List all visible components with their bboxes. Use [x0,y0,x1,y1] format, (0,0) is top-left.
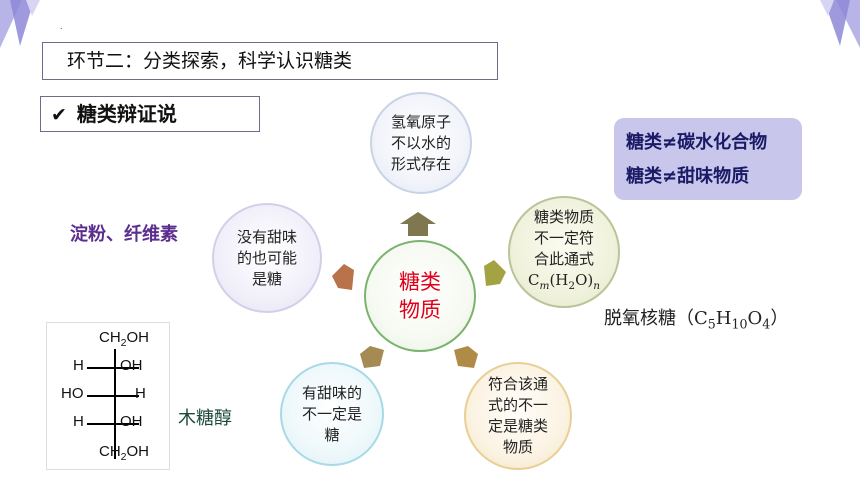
row1-right: OH [120,357,143,374]
circle-right-text: 糖类物质不一定符合此通式 [533,208,594,268]
vertical-bond [114,349,116,459]
structure-bottom: CH2OH [99,443,150,463]
label-xylitol: 木糖醇 [178,408,232,429]
row1-bond [87,367,139,369]
structure-top: CH2OH [99,329,150,349]
arrow-right-icon [484,260,506,286]
circle-center: 糖类物质 [364,240,476,352]
check-icon: ✔ [51,104,67,126]
xylitol-structure: CH2OH H OH HO H H OH CH2OH [46,322,170,470]
arrow-left-icon [332,264,354,290]
row2-right: H [135,385,146,402]
circle-left-text: 没有甜味的也可能是糖 [236,227,297,288]
circle-hydrogen-oxygen: 氢氧原子不以水的形式存在 [370,92,472,194]
label-deoxyribose: 脱氧核糖（C5H10O4） [604,308,789,332]
circle-general-formula: 糖类物质不一定符合此通式 Cm(H2O)n [508,196,620,308]
corner-decoration-left [0,0,40,48]
subtitle-box: ✔ 糖类辩证说 [40,96,260,132]
circle-no-sweet: 没有甜味的也可能是糖 [212,203,322,313]
arrow-up-icon [400,212,436,236]
corner-decoration-right [820,0,860,48]
row1-left: H [73,357,84,374]
decorative-dot: . [60,22,63,31]
info-box: 糖类≠碳水化合物 糖类≠甜味物质 [614,118,802,200]
row3-left: H [73,413,84,430]
circle-right-content: 糖类物质不一定符合此通式 Cm(H2O)n [525,207,603,297]
circle-sweet-not-sugar: 有甜味的不一定是糖 [280,362,384,466]
info-line-1: 糖类≠碳水化合物 [626,132,768,153]
row3-bond [87,423,139,425]
circle-bottom-right-text: 符合该通式的不一定是糖类物质 [487,375,548,456]
formula-cmh2on: Cm(H2O)n [528,271,600,292]
page-title: 环节二：分类探索，科学认识糖类 [42,42,498,80]
circle-formula-not-sugar: 符合该通式的不一定是糖类物质 [464,362,572,470]
circle-top-text: 氢氧原子不以水的形式存在 [390,112,451,173]
arrow-down-right-icon [454,346,478,368]
center-text: 糖类物质 [399,270,441,322]
row2-bond [87,395,139,397]
row2-left: HO [61,385,84,402]
info-line-2: 糖类≠甜味物质 [626,166,750,187]
arrow-down-left-icon [360,346,384,368]
subtitle-text: 糖类辩证说 [76,102,177,126]
label-starch-cellulose: 淀粉、纤维素 [70,224,178,245]
circle-bottom-left-text: 有甜味的不一定是糖 [301,383,362,444]
row3-right: OH [120,413,143,430]
